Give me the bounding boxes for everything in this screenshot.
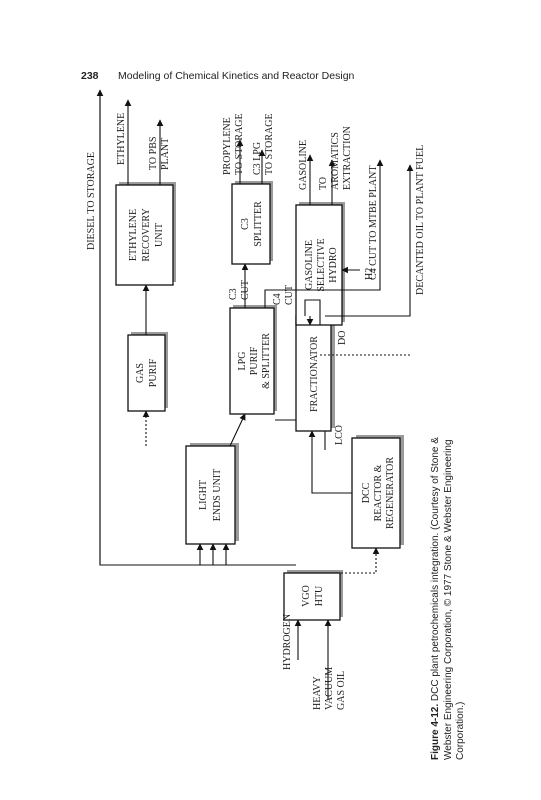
fractionator-label: FRACTIONATOR	[309, 336, 320, 412]
stream-labels: HYDROGEN HEAVY VACUUM GAS OIL DIESEL TO …	[86, 113, 426, 710]
gasoline-line2: SELECTIVE	[316, 238, 327, 291]
lpg-line2: PURIF	[249, 346, 260, 375]
light-ends-line2: ENDS UNIT	[212, 469, 223, 522]
c3-splitter-line1: C3	[240, 218, 251, 230]
c4cut-line1: C4	[272, 293, 283, 305]
gas-purif-box: GAS PURIF	[127, 332, 168, 412]
c3lpg-line2: TO STORAGE	[264, 113, 275, 175]
light-ends-box: LIGHT ENDS UNIT	[185, 443, 239, 545]
propylene-line1: PROPYLENE	[222, 117, 233, 175]
feed-line1: HEAVY	[312, 676, 323, 710]
c3lpg-line1: C3 LPG	[252, 142, 263, 175]
fractionator-box: FRACTIONATOR	[295, 313, 335, 432]
c3cut-line2: CUT	[240, 280, 251, 300]
gasoline-hydro-box: GASOLINE SELECTIVE HYDRO	[295, 202, 345, 326]
c3-splitter-box: C3 SPLITTER	[231, 181, 273, 265]
c4cut-line2: CUT	[284, 285, 295, 305]
gasoline-line3: HYDRO	[328, 247, 339, 283]
vgo-htu-box: VGO HTU	[283, 570, 343, 621]
hydrogen-label: HYDROGEN	[282, 614, 293, 670]
dcc-reactor-box: DCC REACTOR & REGENERATOR	[351, 435, 404, 549]
dcc-line1: DCC	[361, 482, 372, 503]
ethylene-line1: ETHYLENE	[128, 209, 139, 261]
pbs-line2: PLANT	[160, 138, 171, 170]
c3cut-line1: C3	[228, 288, 239, 300]
ethylene-line3: UNIT	[154, 223, 165, 247]
dcc-line3: REGENERATOR	[385, 457, 396, 529]
feed-line3: GAS OIL	[336, 671, 347, 710]
ethylene-recovery-box: ETHYLENE RECOVERY UNIT	[115, 182, 176, 286]
c4-mtbe-label: C4 CUT TO MTBE PLANT	[368, 166, 379, 280]
decanted-label: DECANTED OIL TO PLANT FUEL	[415, 145, 426, 295]
ethylene-line2: RECOVERY	[141, 208, 152, 261]
lpg-line3: & SPLITTER	[261, 333, 272, 389]
gasoline-line1: GASOLINE	[304, 240, 315, 290]
gasoline-out-label: GASOLINE	[298, 140, 309, 190]
figure-caption: Figure 4-12. DCC plant petrochemicals in…	[430, 420, 468, 760]
light-ends-line1: LIGHT	[198, 480, 209, 510]
feed-line2: VACUUM	[324, 667, 335, 710]
do-label: DO	[337, 331, 348, 345]
gas-purif-line1: GAS	[135, 363, 146, 383]
lco-label: LCO	[334, 425, 345, 445]
aromatics-line1: TO	[318, 177, 329, 190]
h2-label: H2	[364, 268, 375, 280]
running-title: Modeling of Chemical Kinetics and Reacto…	[118, 70, 355, 82]
ethylene-out-label: ETHYLENE	[116, 113, 127, 165]
aromatics-line2: AROMATICS	[330, 132, 341, 190]
pbs-line1: TO PBS	[148, 137, 159, 170]
flow-diagram: VGO HTU DCC REACTOR & REGENERATOR LIGHT …	[80, 80, 450, 720]
gas-purif-line2: PURIF	[148, 358, 159, 387]
c3-splitter-line2: SPLITTER	[253, 201, 264, 247]
stream-lines	[96, 89, 414, 700]
propylene-line2: TO STORAGE	[234, 113, 245, 175]
aromatics-line3: EXTRACTION	[342, 126, 353, 190]
caption-label: Figure 4-12.	[430, 703, 441, 760]
lpg-splitter-box: LPG PURIF & SPLITTER	[229, 305, 277, 415]
page-number: 238	[81, 70, 99, 82]
vgo-line2: HTU	[314, 585, 325, 606]
vgo-line1: VGO	[301, 585, 312, 607]
diesel-label: DIESEL TO STORAGE	[86, 152, 97, 250]
lpg-line1: LPG	[237, 352, 248, 371]
dcc-line2: REACTOR &	[373, 464, 384, 521]
